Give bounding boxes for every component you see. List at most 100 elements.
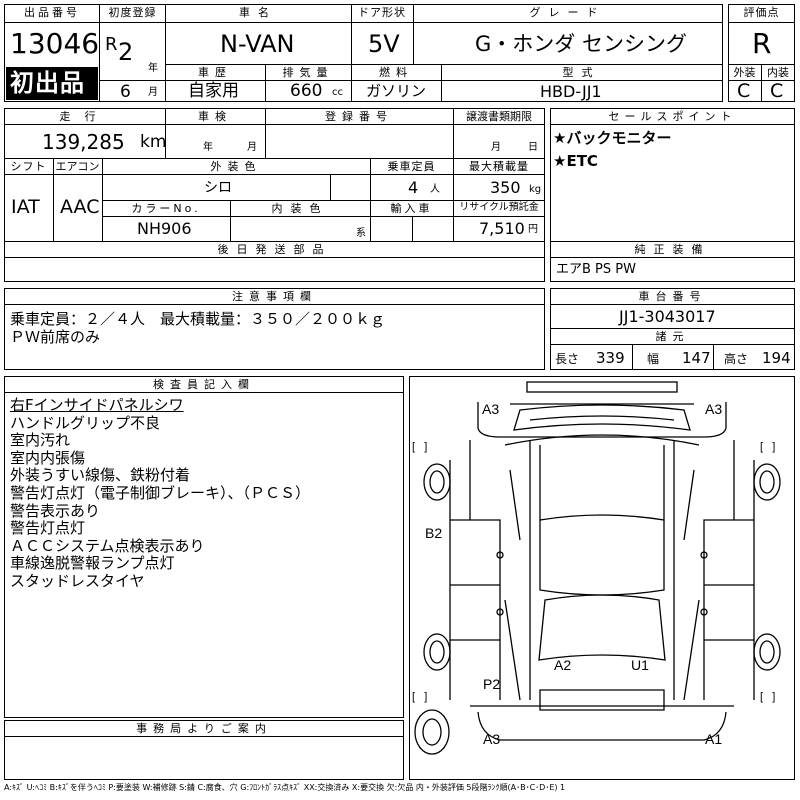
note-line-10: 車線逸脱警報ランプ点灯 xyxy=(10,554,175,573)
year-unit: 年 xyxy=(148,63,158,74)
load-label: 最大積載量 xyxy=(469,160,529,173)
inspector-label: 検査員記入欄 xyxy=(153,378,255,391)
mark-p2: P2 xyxy=(483,676,500,692)
inspector-notes: 右Fインサイドパネルシワ ハンドルグリップ不良 室内汚れ 室内内張傷 外装うすい… xyxy=(10,396,311,591)
lot-label: 出品番号 xyxy=(24,6,80,19)
note-line-8: 警告灯点灯 xyxy=(10,519,86,538)
length-value: 339 xyxy=(596,349,625,367)
capacity-value: 4 xyxy=(408,178,419,197)
grade-value: G・ホンダ センシング xyxy=(475,32,687,56)
car-name-label: 車名 xyxy=(239,6,277,19)
door-value: 5V xyxy=(368,30,400,58)
first-listing-badge: 初出品 xyxy=(6,67,98,100)
transfer-month-unit: 月 xyxy=(491,142,501,153)
bracket-rear-right: [ ] xyxy=(760,691,775,703)
mark-a3-rear: A3 xyxy=(483,731,500,747)
month-unit: 月 xyxy=(148,87,158,98)
note-line-6: 警告灯点灯（電子制御ブレーキ）、（ＰＣＳ） xyxy=(10,483,311,502)
equip-label: 純正装備 xyxy=(634,243,711,256)
int-grade-value: C xyxy=(770,80,784,102)
car-name: N-VAN xyxy=(220,30,295,58)
colorno-label: カラーNo. xyxy=(131,202,201,215)
note-line-4: 室内内張傷 xyxy=(10,448,86,467)
mileage-value: 139,285 xyxy=(42,130,125,154)
height-value: 194 xyxy=(762,349,791,367)
selling-label: セールスポイント xyxy=(608,110,737,123)
legend-text: A:ｷｽﾞ U:ﾍｺﾐ B:ｷｽﾞを伴うﾍｺﾐ P:要塗装 W:補修跡 S:錆 … xyxy=(4,783,566,792)
width-label: 幅 xyxy=(647,352,660,366)
bracket-rear-left: [ ] xyxy=(412,691,427,703)
ext-grade-label: 外装 xyxy=(733,66,756,79)
transfer-day-unit: 日 xyxy=(528,142,538,153)
note-line-2: ハンドルグリップ不良 xyxy=(10,413,161,432)
vehicle-info-block xyxy=(4,108,545,282)
shift-label: シフト xyxy=(10,160,47,173)
dims-label: 諸元 xyxy=(655,330,690,343)
header-block xyxy=(4,4,723,102)
note-line-7: 警告表示あり xyxy=(10,501,101,520)
mark-b2: B2 xyxy=(425,525,442,541)
ac-label: エアコン xyxy=(55,160,100,173)
notice-line-1: 乗車定員：２／４人 最大積載量：３５０／２００ｋｇ xyxy=(10,310,386,328)
selling-points-box xyxy=(550,108,795,282)
recycle-value: 7,510 xyxy=(479,219,525,238)
reg-label: 初度登録 xyxy=(108,6,157,19)
model-value: HBD-JJ1 xyxy=(540,82,602,101)
length-label: 長さ xyxy=(555,352,580,366)
office-box xyxy=(4,720,404,780)
capacity-label: 乗車定員 xyxy=(387,160,436,173)
max-load-value: 350 xyxy=(490,178,521,197)
mark-u1: U1 xyxy=(631,657,649,673)
score-value: R xyxy=(752,27,772,60)
chassis-label: 車台番号 xyxy=(638,290,707,303)
displacement-value: 660 xyxy=(290,81,323,101)
bracket-front-right: [ ] xyxy=(760,441,775,453)
notice-box xyxy=(4,288,545,370)
ac-value: AAC xyxy=(60,196,100,218)
cc-unit: cc xyxy=(332,87,343,98)
car-diagram-box: A3 A3 B2 A2 U1 P2 A3 A1 [ ] [ ] [ ] [ ] xyxy=(409,376,795,780)
notice-line-2: ＰＷ前席のみ xyxy=(10,328,101,346)
note-line-3: 室内汚れ xyxy=(10,431,71,450)
lot-number: 13046 xyxy=(10,27,100,60)
selling-point-1: ★バックモニター xyxy=(553,129,672,147)
height-label: 高さ xyxy=(724,352,749,366)
inspector-box xyxy=(4,376,404,718)
notice-label: 注意事項欄 xyxy=(232,290,317,303)
transfer-label: 譲渡書類期限 xyxy=(466,110,532,123)
int-grade-label: 内装 xyxy=(767,66,789,79)
history-label: 車歴 xyxy=(198,66,232,79)
extcolor-label: 外装色 xyxy=(210,160,262,173)
insp-month-unit: 月 xyxy=(247,142,257,153)
width-value: 147 xyxy=(682,349,711,367)
note-line-1: 右Fインサイドパネルシワ xyxy=(10,396,184,414)
intcolor-label: 内装色 xyxy=(271,202,329,215)
chassis-number: JJ1-3043017 xyxy=(619,307,716,326)
chassis-box xyxy=(550,288,795,370)
mark-a3-front-right: A3 xyxy=(705,401,722,417)
shift-value: IAT xyxy=(11,196,40,218)
selling-point-2: ★ETC xyxy=(553,152,598,170)
reg-month: 6 xyxy=(120,82,131,102)
disp-label: 排気量 xyxy=(282,66,334,79)
recycle-label: リサイクル預託金 xyxy=(459,202,539,213)
car-diagram: A3 A3 B2 A2 U1 P2 A3 A1 [ ] [ ] [ ] [ ] xyxy=(412,380,781,755)
regno-label: 登録番号 xyxy=(325,110,393,123)
inspection-label: 車検 xyxy=(198,110,232,123)
fuel-label: 燃料 xyxy=(379,66,413,79)
insp-year-unit: 年 xyxy=(203,142,213,153)
mark-a3-front-left: A3 xyxy=(482,401,499,417)
equipment-value: エアB PS PW xyxy=(556,262,636,277)
kg-unit: kg xyxy=(529,184,542,195)
color-no-value: NH906 xyxy=(137,219,192,238)
note-line-11: スタッドレスタイヤ xyxy=(10,571,145,590)
grade-label: グレード xyxy=(529,6,606,19)
note-line-5: 外装うすい線傷、鉄粉付着 xyxy=(10,466,191,485)
model-label: 型式 xyxy=(562,66,601,79)
reg-year: 2 xyxy=(118,38,134,66)
import-label: 輸入車 xyxy=(390,202,433,215)
km-unit: km xyxy=(140,132,167,152)
door-label: ドア形状 xyxy=(358,6,406,19)
later-parts-label: 後日発送部品 xyxy=(217,243,332,256)
reg-era: R xyxy=(105,34,118,55)
